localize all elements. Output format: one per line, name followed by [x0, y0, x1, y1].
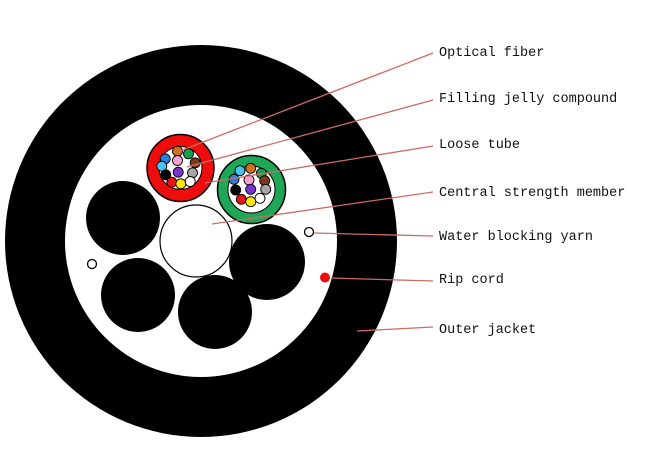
- green-loose-tube-fiber-white: [254, 192, 266, 204]
- leader-line-6: [330, 277, 434, 282]
- green-loose-tube-fiber-red: [235, 193, 247, 205]
- water-blocking-yarn-2: [303, 226, 315, 238]
- filler-rod-4: [229, 224, 305, 300]
- label-filling-jelly-compound: Filling jelly compound: [439, 92, 618, 107]
- rip-cord-dot: [320, 272, 330, 283]
- green-loose-tube-fiber-aqua: [234, 165, 246, 177]
- leader-line-2: [186, 99, 434, 168]
- green-loose-tube-fiber-violet: [245, 183, 257, 195]
- water-blocking-yarn-1: [86, 258, 98, 270]
- green-loose-tube-fiber-orange: [245, 162, 257, 174]
- red-loose-tube-fiber-red: [166, 176, 178, 188]
- filler-rod-3: [178, 275, 252, 349]
- red-loose-tube-fiber-green: [183, 148, 194, 160]
- green-loose-tube-fiber-slate: [260, 183, 272, 195]
- label-loose-tube: Loose tube: [439, 138, 521, 153]
- leader-line-5: [313, 232, 434, 237]
- red-loose-tube-fiber-black: [160, 169, 172, 181]
- leader-line-3: [204, 145, 434, 184]
- leader-line-1: [179, 52, 434, 152]
- leader-line-7: [356, 326, 434, 332]
- red-loose-tube-fiber-white: [184, 176, 196, 187]
- red-loose-tube-fiber-rose: [172, 155, 183, 166]
- red-loose-tube-fiber-yellow: [175, 178, 187, 190]
- leader-line-4: [211, 191, 434, 225]
- label-water-blocking-yarn: Water blocking yarn: [439, 230, 593, 245]
- label-rip-cord: Rip cord: [439, 273, 504, 288]
- label-outer-jacket: Outer jacket: [439, 323, 537, 338]
- filler-rod-1: [86, 181, 160, 255]
- label-optical-fiber: Optical fiber: [439, 46, 545, 61]
- central-strength-member: [159, 204, 233, 278]
- green-loose-tube-fiber-yellow: [245, 196, 257, 208]
- green-loose-tube-fiber-black: [230, 184, 242, 196]
- red-loose-tube-fiber-violet: [172, 166, 184, 178]
- filler-rod-2: [101, 258, 175, 332]
- label-central-strength-member: Central strength member: [439, 186, 626, 201]
